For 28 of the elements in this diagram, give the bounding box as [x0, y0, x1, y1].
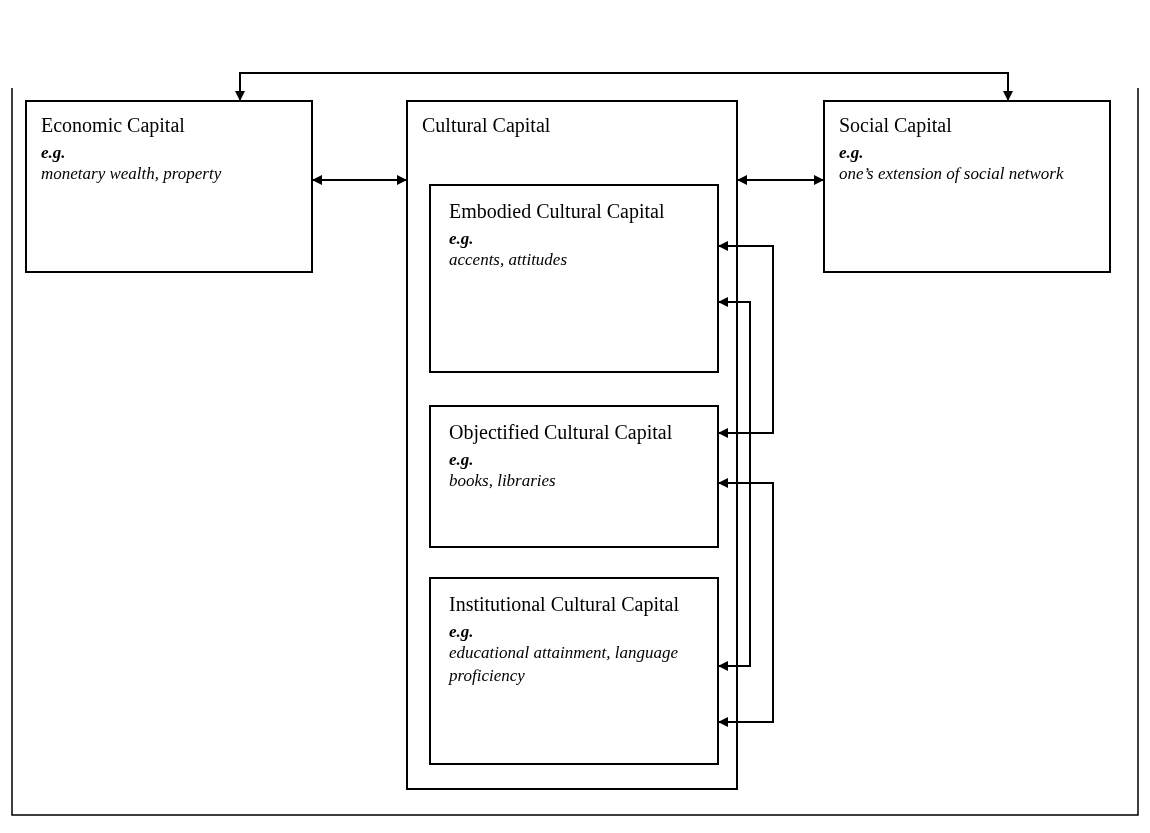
subcategory-box	[429, 577, 719, 765]
example-label: e.g.	[449, 229, 475, 249]
node-title: Economic Capital	[41, 114, 186, 137]
arrow	[311, 175, 408, 185]
arrow	[717, 241, 774, 438]
example-label: e.g.	[41, 143, 67, 163]
node-title: Institutional Cultural Capital	[449, 593, 680, 616]
node-title: Objectified Cultural Capital	[449, 421, 674, 444]
example-text: accents, attitudes	[449, 249, 569, 271]
example-label: e.g.	[449, 622, 475, 642]
arrow	[717, 297, 751, 671]
capital-box	[25, 100, 313, 273]
example-label: e.g.	[449, 450, 475, 470]
node-title: Embodied Cultural Capital	[449, 200, 666, 223]
example-text: educational attainment, language proficiency	[449, 642, 679, 687]
subcategory-box	[429, 184, 719, 373]
arrow	[717, 478, 774, 727]
example-label: e.g.	[839, 143, 865, 163]
arrow	[736, 175, 825, 185]
example-text: one’s extension of social network	[839, 163, 1065, 185]
example-text: monetary wealth, property	[41, 163, 223, 185]
subcategory-box	[429, 405, 719, 548]
capital-box	[406, 100, 738, 790]
example-text: books, libraries	[449, 470, 557, 492]
node-title: Cultural Capital	[422, 114, 552, 137]
node-title: Social Capital	[839, 114, 953, 137]
capital-box	[823, 100, 1111, 273]
arrow	[235, 72, 1013, 102]
